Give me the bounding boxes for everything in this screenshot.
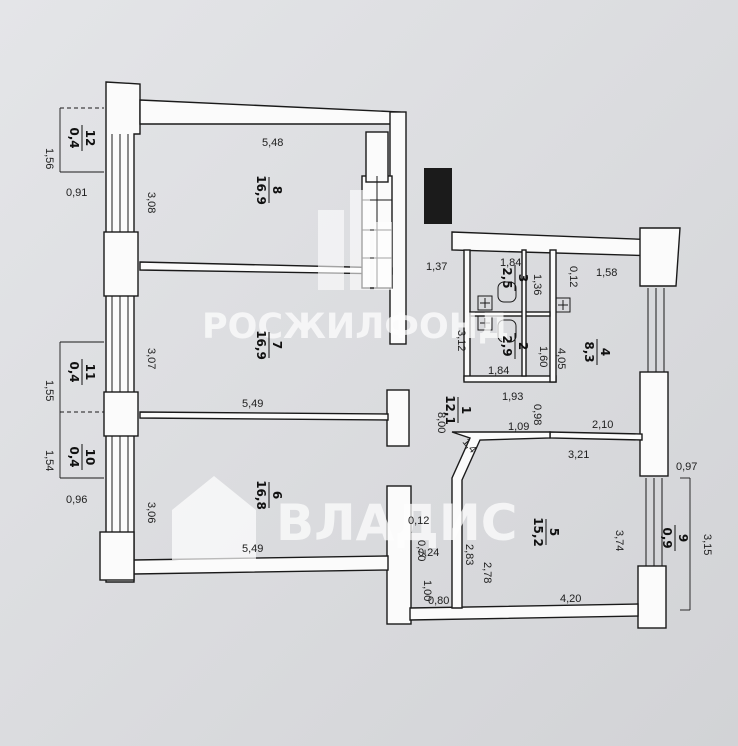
room-1: 112,1 xyxy=(443,395,473,425)
room-7: 716,9 xyxy=(254,330,284,360)
room-number: 7 xyxy=(270,341,284,349)
room-11: 110,4 xyxy=(67,359,97,385)
watermark-text-top: РОСЖИЛФОНД xyxy=(202,307,509,347)
dimension-label: 1,54 xyxy=(43,450,55,471)
room-3: 32,5 xyxy=(500,265,530,291)
dimension-label: 1,93 xyxy=(502,391,523,403)
room-number: 10 xyxy=(83,449,97,466)
dimension-label: 1,60 xyxy=(537,346,549,367)
dimension-labels: 5,483,081,560,913,071,555,491,540,963,06… xyxy=(43,137,713,607)
room-4: 48,3 xyxy=(582,339,612,365)
room-area: 0,4 xyxy=(67,361,81,382)
room-number: 11 xyxy=(83,364,97,381)
room-5: 515,2 xyxy=(531,517,561,547)
room-area: 0,9 xyxy=(660,527,674,548)
room-area: 16,8 xyxy=(254,480,268,510)
dimension-label: 2,83 xyxy=(463,544,475,565)
room-6: 616,8 xyxy=(254,480,284,510)
watermark-logo-bottom xyxy=(172,476,256,560)
dimension-label: 1,55 xyxy=(43,380,55,401)
dimension-label: 0,70 xyxy=(415,540,427,561)
dimension-label: 1,00 xyxy=(421,580,433,601)
room-number: 9 xyxy=(676,534,690,542)
dimension-label: 0,96 xyxy=(66,494,87,506)
room-12: 120,4 xyxy=(67,125,97,151)
room-number: 5 xyxy=(547,528,561,536)
room-number: 4 xyxy=(598,348,612,356)
room-area: 16,9 xyxy=(254,175,268,205)
dimension-label: 5,49 xyxy=(242,398,263,410)
dimension-label: 0,97 xyxy=(676,461,697,473)
room-number: 3 xyxy=(516,274,530,282)
walls xyxy=(105,81,681,629)
dimension-label: 0,91 xyxy=(66,187,87,199)
dark-block xyxy=(424,168,452,224)
room-8: 816,9 xyxy=(254,175,284,205)
dimension-label: 3,74 xyxy=(613,530,625,551)
dimension-label: 1,37 xyxy=(426,261,447,273)
room-area: 15,2 xyxy=(531,517,545,547)
dimension-label: 0,12 xyxy=(408,515,429,527)
room-9: 90,9 xyxy=(660,525,690,551)
dimension-label: 2,78 xyxy=(481,562,493,583)
dimension-label: 0,80 xyxy=(428,595,449,607)
dimension-label: 3,06 xyxy=(145,502,157,523)
room-area: 2,5 xyxy=(500,267,514,288)
room-number: 6 xyxy=(270,491,284,499)
watermark-logo-top xyxy=(318,190,392,290)
room-area: 8,3 xyxy=(582,341,596,362)
dimension-label: 3,15 xyxy=(701,534,713,555)
dimension-label: 1,09 xyxy=(508,421,529,433)
dimension-label: 1,36 xyxy=(531,274,543,295)
room-number: 2 xyxy=(516,342,530,350)
dimension-label: 0,12 xyxy=(567,266,579,287)
dimension-label: 1,84 xyxy=(500,257,521,269)
dimension-label: 2,10 xyxy=(592,419,613,431)
room-area: 2,9 xyxy=(500,335,514,356)
dimension-label: 1,58 xyxy=(596,267,617,279)
dimension-label: 1,84 xyxy=(488,365,509,377)
dimension-label: 8,00 xyxy=(435,412,447,433)
fixtures xyxy=(477,281,571,343)
watermark-text-bottom: ВЛАДИС xyxy=(276,494,517,552)
dimension-label: 0,24 xyxy=(418,547,439,559)
windows xyxy=(111,134,665,566)
dimension-label: 5,49 xyxy=(242,543,263,555)
dimension-label: 4,05 xyxy=(555,348,567,369)
room-area: 0,4 xyxy=(67,446,81,467)
room-2: 22,9 xyxy=(500,333,530,359)
dimension-label: 3,08 xyxy=(145,192,157,213)
room-labels: 816,9716,9616,8120,4110,4100,490,948,351… xyxy=(67,125,690,551)
dimension-label: 4,20 xyxy=(560,593,581,605)
room-10: 100,4 xyxy=(67,444,97,470)
dimension-label: 0,98 xyxy=(531,404,543,425)
dimension-label: 1,56 xyxy=(43,148,55,169)
wall-piers xyxy=(99,231,139,581)
dimension-label: 3,12 xyxy=(455,330,467,351)
room-area: 0,4 xyxy=(67,127,81,148)
dimension-label: 3,07 xyxy=(145,348,157,369)
dimension-label: 3,21 xyxy=(568,449,589,461)
room-area: 16,9 xyxy=(254,330,268,360)
room-number: 1 xyxy=(459,406,473,414)
room-number: 8 xyxy=(270,186,284,194)
dimension-label: 5,48 xyxy=(262,137,283,149)
dimension-lines xyxy=(59,107,691,611)
room-area: 12,1 xyxy=(443,395,457,425)
room-number: 12 xyxy=(83,130,97,147)
